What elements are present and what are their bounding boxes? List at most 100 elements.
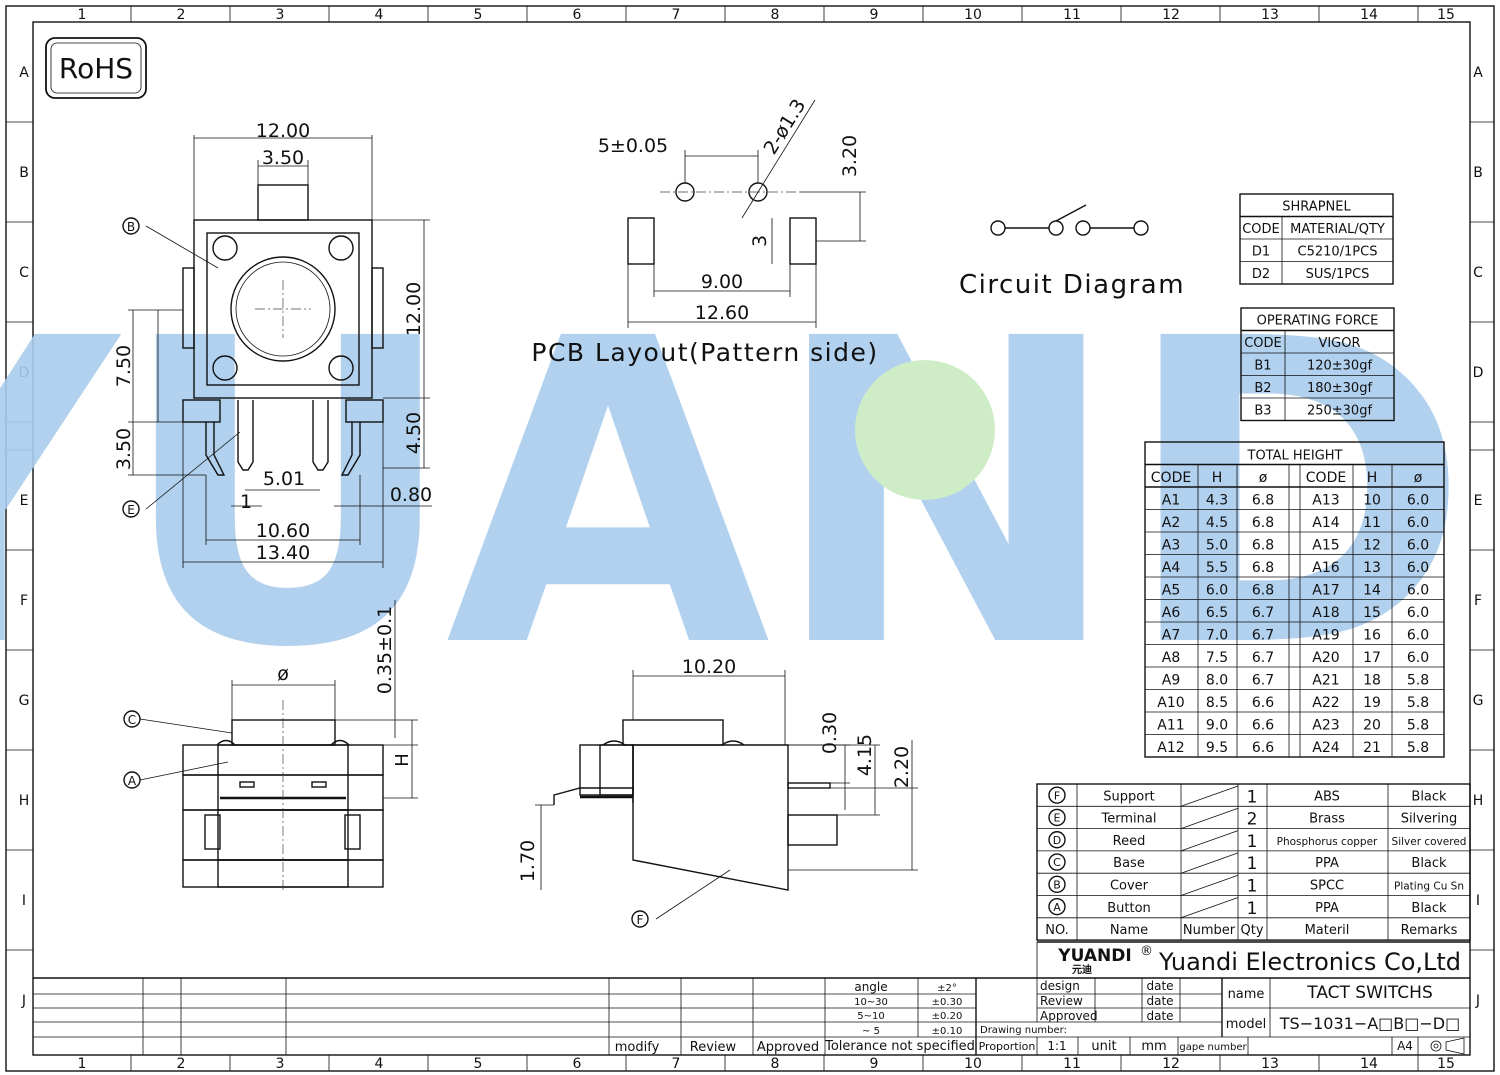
dim-h: H — [392, 753, 413, 767]
tolerance-value: ±2° — [937, 983, 957, 994]
zone-row-right: C — [1473, 265, 1483, 281]
shrapnel-header-code: CODE — [1242, 222, 1280, 237]
height-cell: 10 — [1363, 493, 1381, 509]
zone-col-bottom: 12 — [1162, 1056, 1180, 1072]
height-cell: 15 — [1363, 605, 1381, 621]
model-label: model — [1226, 1017, 1266, 1032]
height-cell: A12 — [1157, 740, 1184, 756]
dim-overall-width: 13.40 — [256, 542, 310, 564]
zone-col-bottom: 5 — [474, 1056, 483, 1072]
dim-pin-spacing: 5.01 — [263, 468, 305, 490]
height-cell: 5.8 — [1407, 673, 1429, 689]
height-cell: 5.0 — [1206, 538, 1228, 554]
height-cell: 6.8 — [1252, 560, 1274, 576]
height-cell: 6.8 — [1252, 538, 1274, 554]
pcb-layout: 5±0.05 2-ø1.3 3.20 3 9.00 12.60 PCB Layo… — [531, 95, 878, 367]
dim-pin-drop: 2.20 — [891, 746, 913, 788]
height-cell: 6.8 — [1252, 583, 1274, 599]
height-cell: A15 — [1312, 538, 1339, 554]
height-cell: 5.8 — [1407, 718, 1429, 734]
height-cell: 5.5 — [1206, 560, 1228, 576]
zone-row-left: E — [20, 493, 29, 509]
dim-body-height: 7.50 — [113, 345, 135, 387]
zone-col-top: 10 — [964, 7, 982, 23]
pcb-title: PCB Layout(Pattern side) — [531, 338, 878, 367]
height-cell: 4.5 — [1206, 515, 1228, 531]
profile-view: 10.20 0.30 4.15 2.20 1.70 F — [517, 656, 918, 928]
dim-leg-length: 3.50 — [113, 428, 135, 470]
zone-col-top: 1 — [78, 7, 87, 23]
circuit-diagram: Circuit Diagram — [959, 204, 1185, 300]
dim-button-width: 3.50 — [262, 147, 304, 169]
zone-col-top: 14 — [1360, 7, 1378, 23]
zone-col-top: 3 — [276, 7, 285, 23]
circuit-title: Circuit Diagram — [959, 270, 1185, 300]
zone-col-bottom: 11 — [1063, 1056, 1081, 1072]
zone-col-bottom: 9 — [870, 1056, 879, 1072]
force-header-value: VIGOR — [1318, 336, 1360, 351]
height-title: TOTAL HEIGHT — [1247, 449, 1343, 464]
height-cell: 5.8 — [1407, 695, 1429, 711]
bom-item-code: E — [1054, 812, 1061, 825]
height-cell: A23 — [1312, 718, 1339, 734]
height-cell: 20 — [1363, 718, 1381, 734]
zone-row-right: A — [1473, 65, 1483, 81]
force-cell-value: 120±30gf — [1307, 359, 1372, 374]
registered-mark: ® — [1140, 944, 1153, 959]
zone-row-right: H — [1473, 793, 1484, 809]
height-cell: A22 — [1312, 695, 1339, 711]
height-cell: 16 — [1363, 628, 1381, 644]
callout-f: F — [637, 913, 644, 927]
height-cell: A6 — [1162, 605, 1181, 621]
dim-profile-width: 10.20 — [682, 656, 736, 678]
company-name: Yuandi Electronics Co,Ltd — [1158, 948, 1461, 976]
force-title: OPERATING FORCE — [1257, 314, 1379, 329]
dim-leg-width: 0.80 — [390, 484, 432, 506]
zone-row-left: C — [19, 265, 29, 281]
zone-col-bottom: 8 — [771, 1056, 780, 1072]
zone-row-right: E — [1474, 493, 1483, 509]
zone-col-bottom: 1 — [78, 1056, 87, 1072]
shrapnel-cell-value: SUS/1PCS — [1306, 267, 1370, 282]
height-cell: 6.0 — [1407, 583, 1429, 599]
bom-item-name: Terminal — [1101, 812, 1157, 827]
bom-item-name: Base — [1113, 856, 1145, 871]
company-logo: YUANDI — [1057, 946, 1131, 966]
bom-item-name: Support — [1103, 789, 1154, 804]
zone-col-bottom: 13 — [1261, 1056, 1279, 1072]
outer-frame — [5, 5, 1495, 1072]
height-cell: A11 — [1157, 718, 1184, 734]
height-cell: A1 — [1162, 493, 1180, 509]
callout-e: E — [127, 503, 135, 517]
zone-row-left: J — [21, 993, 26, 1009]
height-cell: 5.8 — [1407, 740, 1429, 756]
bom-header: Remarks — [1401, 923, 1458, 938]
name-value: TACT SWITCHS — [1306, 983, 1433, 1003]
zone-col-bottom: 14 — [1360, 1056, 1378, 1072]
height-cell: 9.5 — [1206, 740, 1228, 756]
zone-col-bottom: 10 — [964, 1056, 982, 1072]
bom-item-remarks: Black — [1411, 901, 1447, 916]
height-cell: 6.0 — [1407, 515, 1429, 531]
signoff-label: Review — [1040, 994, 1083, 1008]
company-banner: YUANDI ® 元迪 Yuandi Electronics Co,Ltd — [1037, 941, 1470, 976]
dim-support-height: 1.70 — [517, 840, 539, 882]
signoff-label: design — [1040, 979, 1080, 993]
force-cell-value: 180±30gf — [1307, 381, 1372, 396]
zone-row-right: I — [1476, 893, 1480, 909]
height-cell: 6.6 — [1252, 718, 1274, 734]
bom-header: Materil — [1305, 923, 1350, 938]
height-cell: A13 — [1312, 493, 1339, 509]
model-value: TS−1031−A□B□−D□ — [1279, 1014, 1460, 1033]
force-cell-code: B3 — [1254, 404, 1271, 419]
company-logo-sub: 元迪 — [1072, 963, 1092, 976]
shrapnel-cell-value: C5210/1PCS — [1298, 245, 1378, 260]
height-cell: 6.7 — [1252, 628, 1274, 644]
projection-symbol-icon — [1430, 1037, 1465, 1055]
tolerance-label: Tolerance not specified — [824, 1039, 975, 1054]
callout-b: B — [127, 220, 135, 234]
zone-row-left: A — [19, 65, 29, 81]
bom-item-material: PPA — [1315, 901, 1339, 916]
